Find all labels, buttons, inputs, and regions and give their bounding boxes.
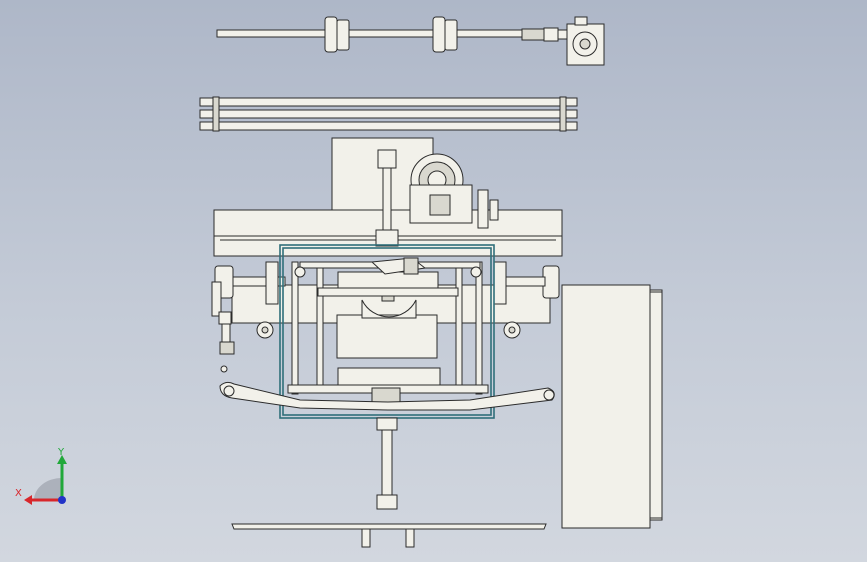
top-shaft-assembly[interactable]	[216, 16, 605, 66]
rod-collar-right	[559, 96, 567, 132]
frame-rod-right	[455, 264, 463, 386]
gearbox-side-cap	[489, 199, 499, 221]
left-fitting-nut	[219, 341, 235, 355]
frame-rod-left	[316, 264, 324, 386]
cabinet-door-edge	[649, 289, 663, 521]
left-axle-collar	[265, 261, 279, 305]
guide-rod-3	[199, 121, 578, 131]
cutter-disc	[361, 299, 417, 319]
shaft-roller-left-b	[336, 19, 350, 51]
upper-cylinder-base	[375, 229, 399, 247]
gearbox-flange	[477, 189, 489, 229]
worm-gearbox[interactable]	[409, 153, 499, 229]
coupling-joint	[543, 27, 559, 42]
top-shaft	[216, 29, 523, 38]
center-block	[336, 314, 438, 359]
side-wheel-right[interactable]	[493, 261, 560, 339]
gear-motor-hub	[579, 38, 591, 50]
base-rail-bar	[231, 523, 547, 530]
frame-pivot-left	[294, 266, 306, 278]
left-fitting	[221, 323, 231, 343]
base-rail[interactable]	[231, 523, 547, 548]
lower-cylinder-rod	[381, 429, 393, 496]
cabinet-body	[561, 284, 651, 529]
orientation-triad: Y X	[15, 447, 67, 505]
upper-cylinder-rod	[382, 167, 392, 231]
shaft-roller-left	[324, 16, 338, 53]
side-cabinet[interactable]	[561, 284, 663, 529]
lower-cylinder[interactable]	[376, 417, 398, 510]
upper-cylinder[interactable]	[375, 149, 399, 247]
x-axis-label: X	[15, 488, 22, 499]
frame-post-left	[291, 261, 299, 395]
central-frame[interactable]	[279, 244, 495, 419]
rod-collar-left	[212, 96, 220, 132]
frame-clamp-plate	[337, 271, 439, 289]
right-idler-hub	[508, 326, 516, 334]
shaft-roller-right	[432, 16, 446, 53]
lower-cylinder-cap	[376, 494, 398, 510]
left-valve-body	[211, 281, 222, 317]
side-wheel-left[interactable]	[211, 261, 286, 355]
guide-rod-2	[199, 109, 578, 119]
lever-linkage[interactable]	[219, 365, 555, 411]
y-axis-label: Y	[57, 447, 65, 458]
lower-cylinder-top	[376, 417, 398, 431]
lever-pivot-left	[223, 385, 235, 397]
base-leg-left	[361, 528, 371, 548]
frame-pivot-right	[470, 266, 482, 278]
upper-cylinder-cap	[377, 149, 397, 169]
frame-cross-bar	[317, 287, 459, 297]
base-leg-right	[405, 528, 415, 548]
right-axle-collar	[493, 261, 507, 305]
shaft-roller-right-b	[444, 19, 458, 51]
x-axis-arrowhead	[24, 495, 32, 505]
frame-bottom-mount	[371, 387, 401, 403]
triad-plane	[34, 478, 62, 500]
frame-post-right	[475, 261, 483, 395]
gear-motor-top	[574, 16, 588, 26]
guide-rods[interactable]	[199, 96, 578, 132]
left-axle	[232, 276, 286, 287]
universal-joint	[403, 257, 419, 275]
left-valve-nut	[218, 311, 232, 325]
lever-pivot-right	[543, 389, 555, 401]
y-axis-arrowhead	[57, 455, 67, 464]
gearbox-bolt-block	[429, 194, 451, 216]
shaft-coupling	[521, 28, 545, 41]
lever-pin-left	[220, 365, 228, 373]
z-axis-dot	[58, 496, 66, 504]
guide-rod-1	[199, 97, 578, 107]
left-idler-hub	[261, 326, 269, 334]
frame-outline-inner	[282, 247, 492, 416]
